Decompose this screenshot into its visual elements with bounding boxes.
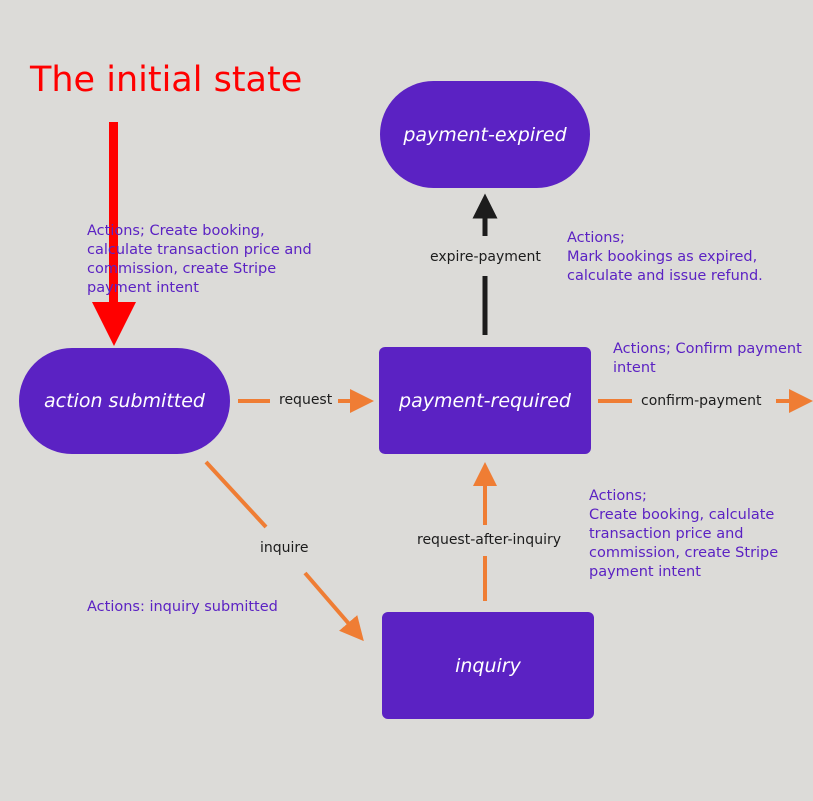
note-line: Actions: inquiry submitted (87, 599, 278, 615)
edge-label-expire-payment: expire-payment (430, 249, 541, 265)
note-request-after-inquiry-actions: Actions; Create booking, calculate trans… (589, 487, 778, 582)
note-confirm-actions: Actions; Confirm payment intent (613, 340, 802, 378)
note-line: commission, create Stripe (589, 545, 779, 561)
note-line: Actions; Confirm payment (613, 341, 802, 357)
edge-label-request: request (279, 392, 333, 408)
note-line: calculate and issue refund. (567, 268, 763, 284)
note-line: Mark bookings as expired, (567, 249, 758, 265)
note-line: payment intent (87, 280, 199, 296)
note-line: Actions; (589, 488, 647, 504)
node-action-submitted-label: action submitted (44, 390, 205, 412)
note-line: transaction price and (589, 526, 744, 542)
edge-label-confirm-payment: confirm-payment (641, 393, 762, 409)
note-expired-actions: Actions; Mark bookings as expired, calcu… (567, 229, 763, 286)
note-line: intent (613, 360, 656, 376)
node-inquiry-label: inquiry (455, 654, 521, 677)
node-action-submitted[interactable]: action submitted (19, 348, 230, 454)
note-line: calculate transaction price and (87, 242, 312, 258)
note-inquiry-actions: Actions: inquiry submitted (87, 598, 278, 617)
note-line: commission, create Stripe (87, 261, 277, 277)
initial-state-arrow (92, 122, 136, 346)
node-payment-expired-label: payment-expired (403, 123, 567, 146)
edge-label-inquire: inquire (260, 540, 309, 556)
note-line: payment intent (589, 564, 701, 580)
note-line: Actions; (567, 230, 625, 246)
note-line: Actions; Create booking, (87, 223, 265, 239)
note-initial-actions: Actions; Create booking, calculate trans… (87, 222, 312, 298)
node-payment-required-label: payment-required (399, 389, 571, 412)
edge-label-request-after-inquiry: request-after-inquiry (417, 532, 561, 548)
node-payment-expired[interactable]: payment-expired (380, 81, 590, 188)
node-inquiry[interactable]: inquiry (382, 612, 594, 719)
inquire-arrow-tail (204, 460, 268, 529)
initial-state-title: The initial state (30, 60, 303, 100)
inquire-arrow-head (303, 571, 364, 642)
note-line: Create booking, calculate (589, 507, 775, 523)
node-payment-required[interactable]: payment-required (379, 347, 591, 454)
